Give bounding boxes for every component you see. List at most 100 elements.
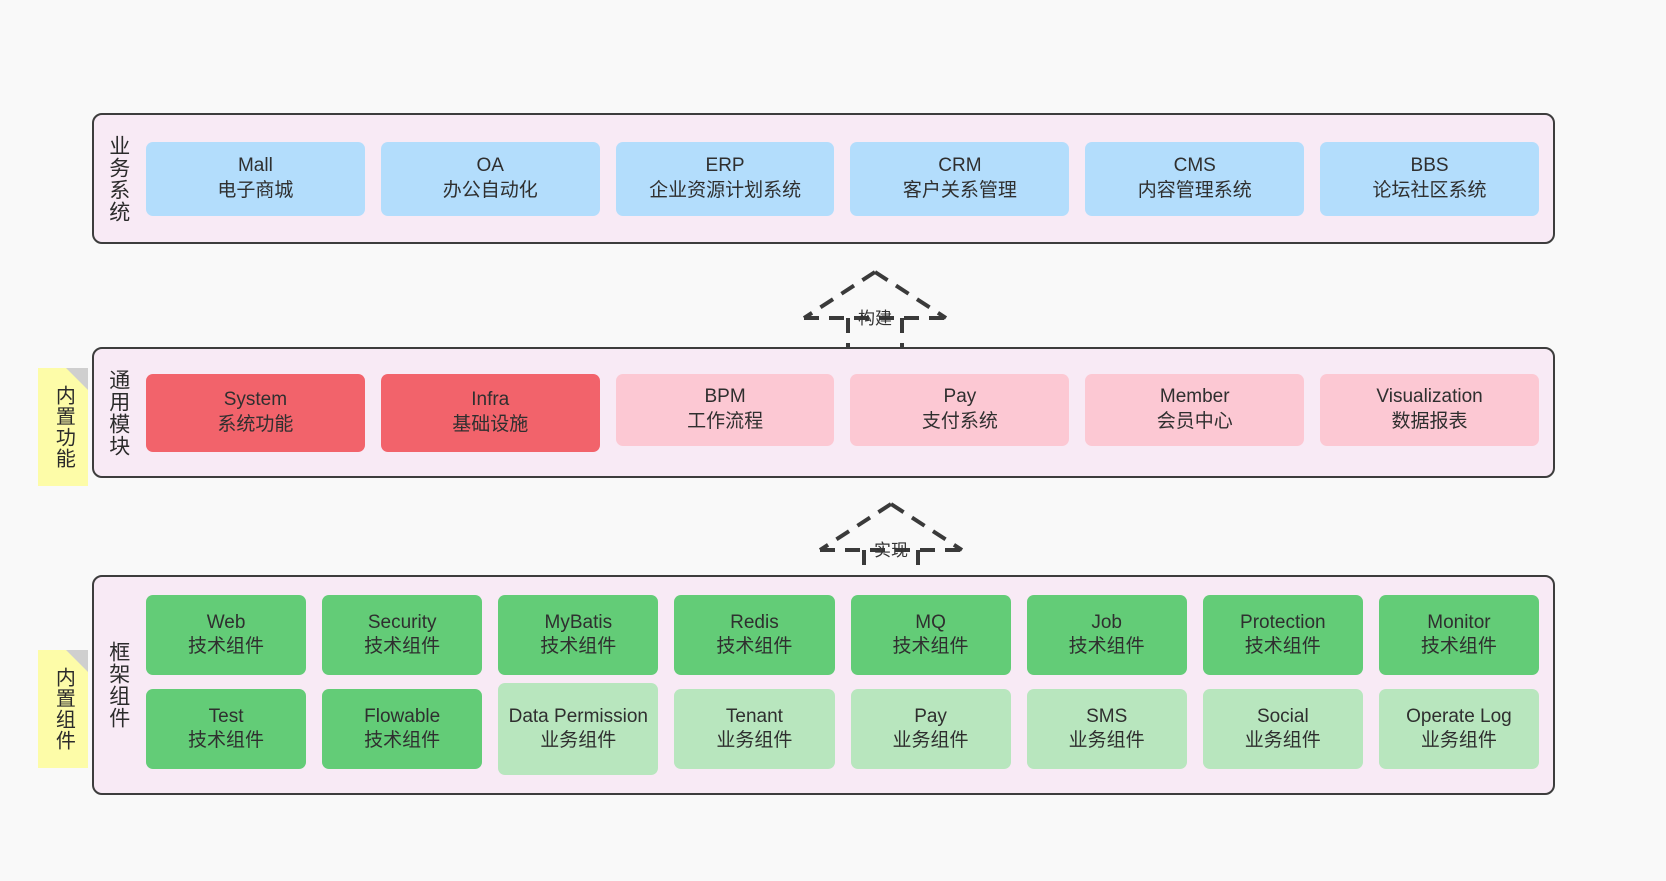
card-data-permission[interactable]: Data Permission 业务组件 — [498, 683, 659, 775]
card-security-desc: 技术组件 — [364, 636, 441, 657]
card-member-desc: 会员中心 — [1156, 410, 1233, 432]
card-pay-module[interactable]: Pay 支付系统 — [850, 373, 1070, 446]
card-redis-desc: 技术组件 — [716, 636, 793, 657]
framework-tech-row: Web 技术组件 Security 技术组件 MyBatis 技术组件 Redi… — [146, 595, 1539, 675]
note-builtin-features: 内置功能 — [38, 368, 88, 486]
card-mall-name: Mall — [237, 155, 273, 177]
card-mq[interactable]: MQ 技术组件 — [850, 595, 1011, 675]
card-crm-desc: 客户关系管理 — [902, 179, 1017, 201]
card-security-name: Security — [367, 611, 437, 633]
card-protection[interactable]: Protection 技术组件 — [1202, 595, 1363, 675]
card-cms-name: CMS — [1173, 155, 1216, 177]
card-tenant-desc: 业务组件 — [716, 730, 793, 751]
connector-implement-label: 实现 — [874, 541, 908, 560]
card-cms-desc: 内容管理系统 — [1137, 179, 1252, 201]
card-member-name: Member — [1159, 386, 1230, 408]
layer-business-system: 业务系统 Mall 电子商城 OA 办公自动化 ERP 企业资源计划系统 CRM… — [92, 113, 1555, 244]
card-bpm-name: BPM — [704, 386, 746, 408]
card-test-name: Test — [208, 705, 244, 727]
card-visualization[interactable]: Visualization 数据报表 — [1320, 373, 1539, 446]
card-infra[interactable]: Infra 基础设施 — [380, 373, 600, 452]
note-builtin-components-label: 内置组件 — [52, 667, 75, 751]
common-module-row: System 系统功能 Infra 基础设施 BPM 工作流程 Pay 支付系统… — [146, 373, 1539, 452]
card-monitor-desc: 技术组件 — [1420, 636, 1497, 657]
card-system[interactable]: System 系统功能 — [146, 373, 365, 452]
card-bbs-desc: 论坛社区系统 — [1372, 179, 1487, 201]
card-oa-name: OA — [476, 155, 504, 177]
card-sms[interactable]: SMS 业务组件 — [1026, 689, 1187, 769]
card-erp-desc: 企业资源计划系统 — [649, 179, 802, 201]
layer-framework-component-title: 框架组件 — [106, 641, 130, 729]
card-operate-log-desc: 业务组件 — [1420, 730, 1497, 751]
connector-build-label: 构建 — [858, 309, 892, 328]
card-redis-name: Redis — [730, 611, 779, 633]
card-bbs-name: BBS — [1410, 155, 1449, 177]
card-oa-desc: 办公自动化 — [442, 179, 538, 201]
card-pay-module-name: Pay — [943, 386, 977, 408]
card-job-name: Job — [1091, 611, 1122, 633]
card-web[interactable]: Web 技术组件 — [146, 595, 307, 675]
layer-common-module-title: 通用模块 — [106, 368, 130, 457]
card-protection-name: Protection — [1240, 611, 1326, 633]
layer-business-system-title: 业务系统 — [106, 134, 130, 223]
card-sms-name: SMS — [1086, 705, 1128, 727]
card-crm-name: CRM — [938, 155, 982, 177]
note-builtin-components: 内置组件 — [38, 650, 88, 768]
card-flowable[interactable]: Flowable 技术组件 — [322, 689, 483, 769]
layer-framework-component-body: Web 技术组件 Security 技术组件 MyBatis 技术组件 Redi… — [142, 577, 1553, 793]
layer-framework-component: 框架组件 Web 技术组件 Security 技术组件 MyBatis 技术组件… — [92, 575, 1555, 795]
card-tenant[interactable]: Tenant 业务组件 — [674, 689, 835, 769]
card-pay-component-name: Pay — [914, 705, 947, 727]
card-data-permission-name: Data Permission — [508, 705, 648, 727]
card-web-desc: 技术组件 — [188, 636, 265, 657]
card-pay-module-desc: 支付系统 — [921, 410, 998, 432]
card-sms-desc: 业务组件 — [1068, 730, 1145, 751]
framework-business-row: Test 技术组件 Flowable 技术组件 Data Permission … — [146, 683, 1539, 775]
card-security[interactable]: Security 技术组件 — [322, 595, 483, 675]
card-test[interactable]: Test 技术组件 — [146, 689, 307, 769]
card-oa[interactable]: OA 办公自动化 — [380, 141, 600, 216]
card-mall[interactable]: Mall 电子商城 — [146, 141, 365, 216]
business-system-row: Mall 电子商城 OA 办公自动化 ERP 企业资源计划系统 CRM 客户关系… — [146, 141, 1539, 216]
card-pay-component-desc: 业务组件 — [892, 730, 969, 751]
card-mybatis-name: MyBatis — [544, 611, 613, 633]
card-system-desc: 系统功能 — [217, 413, 294, 435]
card-crm[interactable]: CRM 客户关系管理 — [850, 141, 1070, 216]
card-bbs[interactable]: BBS 论坛社区系统 — [1320, 141, 1539, 216]
card-mq-name: MQ — [915, 611, 946, 633]
card-redis[interactable]: Redis 技术组件 — [674, 595, 835, 675]
card-protection-desc: 技术组件 — [1244, 636, 1321, 657]
card-cms[interactable]: CMS 内容管理系统 — [1085, 141, 1305, 216]
card-infra-name: Infra — [471, 389, 510, 411]
layer-business-system-body: Mall 电子商城 OA 办公自动化 ERP 企业资源计划系统 CRM 客户关系… — [142, 115, 1553, 242]
card-flowable-desc: 技术组件 — [364, 730, 441, 751]
card-member[interactable]: Member 会员中心 — [1085, 373, 1305, 446]
card-pay-component[interactable]: Pay 业务组件 — [850, 689, 1011, 769]
card-flowable-name: Flowable — [364, 705, 441, 727]
card-bpm-desc: 工作流程 — [687, 410, 764, 432]
card-mq-desc: 技术组件 — [892, 636, 969, 657]
card-tenant-name: Tenant — [725, 705, 783, 727]
card-monitor-name: Monitor — [1427, 611, 1491, 633]
card-data-permission-desc: 业务组件 — [540, 730, 617, 751]
card-social-name: Social — [1256, 705, 1309, 727]
card-operate-log[interactable]: Operate Log 业务组件 — [1378, 689, 1539, 769]
card-mybatis[interactable]: MyBatis 技术组件 — [498, 595, 659, 675]
card-social-desc: 业务组件 — [1244, 730, 1321, 751]
card-web-name: Web — [206, 611, 246, 633]
card-visualization-desc: 数据报表 — [1391, 410, 1468, 432]
card-monitor[interactable]: Monitor 技术组件 — [1378, 595, 1539, 675]
layer-common-module: 通用模块 System 系统功能 Infra 基础设施 BPM 工作流程 Pay… — [92, 347, 1555, 478]
card-bpm[interactable]: BPM 工作流程 — [615, 373, 835, 446]
card-erp[interactable]: ERP 企业资源计划系统 — [615, 141, 835, 216]
card-system-name: System — [223, 389, 288, 411]
card-erp-name: ERP — [705, 155, 745, 177]
card-mybatis-desc: 技术组件 — [540, 636, 617, 657]
card-social[interactable]: Social 业务组件 — [1202, 689, 1363, 769]
card-visualization-name: Visualization — [1376, 386, 1483, 408]
card-operate-log-name: Operate Log — [1406, 705, 1512, 727]
card-job-desc: 技术组件 — [1068, 636, 1145, 657]
note-builtin-features-label: 内置功能 — [52, 385, 75, 469]
card-job[interactable]: Job 技术组件 — [1026, 595, 1187, 675]
